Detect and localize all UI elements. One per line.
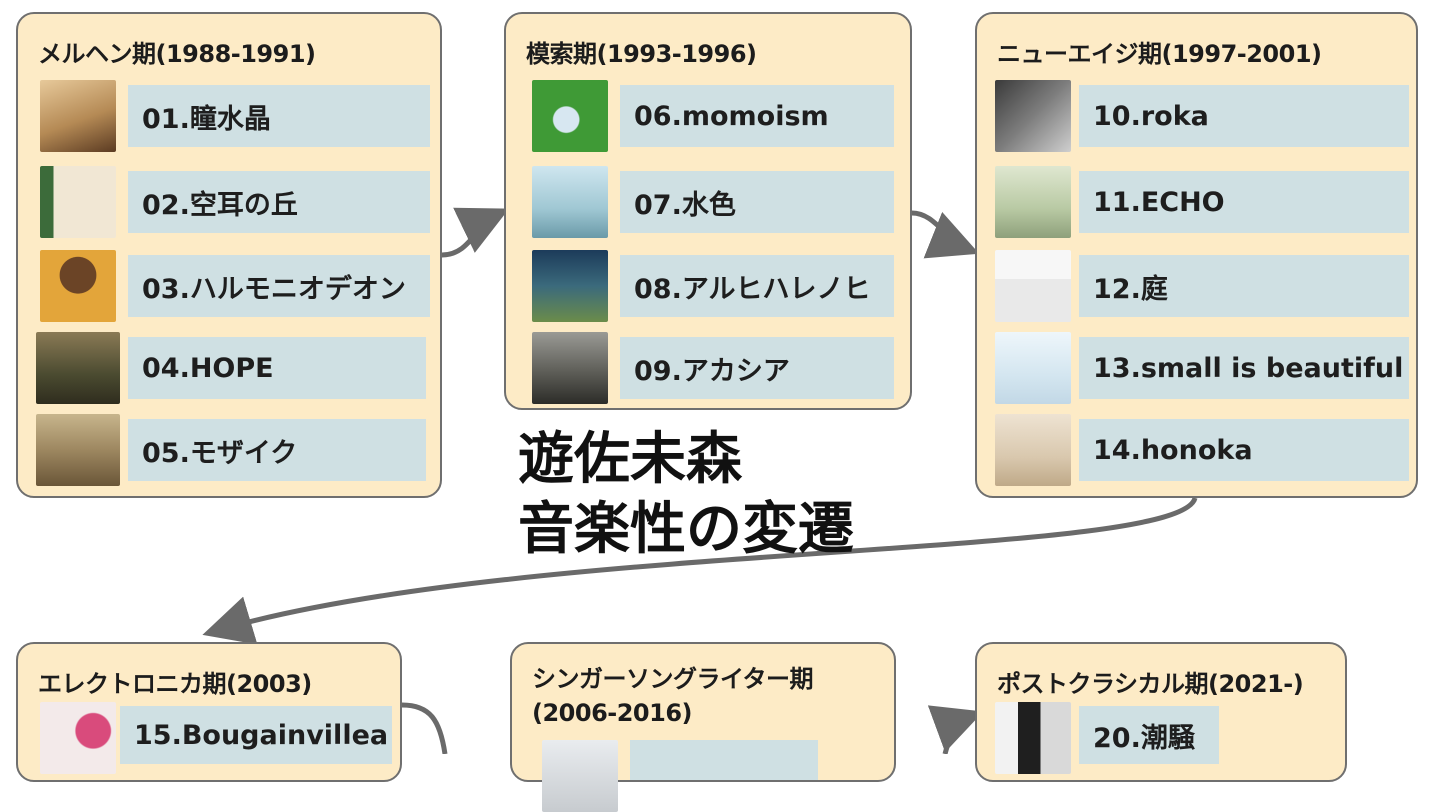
main-title: 遊佐未森 音楽性の変遷	[518, 425, 854, 565]
album-cover-image	[40, 166, 116, 238]
album-item: 15.Bougainvillea	[40, 702, 398, 774]
album-item: 10.roka	[995, 80, 1410, 152]
album-item: 02.空耳の丘	[40, 166, 430, 238]
arrow-p2-to-p3	[911, 210, 980, 259]
period-title: 模索期(1993-1996)	[526, 40, 757, 68]
period-title: エレクトロニカ期(2003)	[38, 670, 312, 698]
album-label	[630, 740, 818, 780]
period-panel-new-age: ニューエイジ期(1997-2001) 10.roka 11.ECHO 12.庭 …	[975, 12, 1418, 498]
album-cover-image	[995, 250, 1071, 322]
album-label: 06.momoism	[620, 85, 894, 147]
period-panel-exploration: 模索期(1993-1996) 06.momoism 07.水色 08.アルヒハレ…	[504, 12, 912, 410]
album-cover-image	[40, 702, 116, 774]
album-item: 09.アカシア	[532, 332, 902, 404]
album-cover-image	[40, 80, 116, 152]
album-label: 12.庭	[1079, 255, 1409, 317]
period-panel-post-classical: ポストクラシカル期(2021-) 20.潮騒	[975, 642, 1347, 782]
album-cover-image	[36, 332, 120, 404]
album-label: 15.Bougainvillea	[120, 706, 392, 764]
album-item: 04.HOPE	[36, 332, 430, 404]
flow-arrows	[202, 207, 1198, 754]
period-panel-electronica: エレクトロニカ期(2003) 15.Bougainvillea	[16, 642, 402, 782]
album-label: 14.honoka	[1079, 419, 1409, 481]
album-label: 20.潮騒	[1079, 706, 1219, 764]
album-label: 10.roka	[1079, 85, 1409, 147]
period-title-line2: (2006-2016)	[532, 699, 693, 727]
arrow-p4-to-p5	[401, 702, 448, 754]
album-cover-image	[36, 414, 120, 486]
arrow-p5-to-p6	[927, 705, 984, 754]
album-label: 09.アカシア	[620, 337, 894, 399]
arrow-p1-to-p2	[441, 207, 510, 258]
arrow-p3-to-p4	[202, 496, 1198, 645]
album-cover-image	[532, 80, 608, 152]
album-item: 03.ハルモニオデオン	[40, 250, 430, 322]
main-title-line1: 遊佐未森	[518, 427, 742, 492]
album-label: 13.small is beautiful	[1079, 337, 1409, 399]
album-item: 01.瞳水晶	[40, 80, 430, 152]
period-panel-marchen: メルヘン期(1988-1991) 01.瞳水晶 02.空耳の丘 03.ハルモニオ…	[16, 12, 442, 498]
album-item	[542, 740, 842, 812]
album-label: 02.空耳の丘	[128, 171, 430, 233]
album-item: 13.small is beautiful	[995, 332, 1410, 404]
album-label: 04.HOPE	[128, 337, 426, 399]
album-item: 14.honoka	[995, 414, 1410, 486]
period-title: ポストクラシカル期(2021-)	[997, 670, 1304, 698]
main-title-line2: 音楽性の変遷	[518, 497, 854, 562]
period-title: ニューエイジ期(1997-2001)	[997, 40, 1322, 68]
album-item: 11.ECHO	[995, 166, 1410, 238]
album-cover-image	[995, 702, 1071, 774]
album-item: 07.水色	[532, 166, 902, 238]
album-cover-image	[995, 166, 1071, 238]
period-title-line1: シンガーソングライター期	[532, 665, 814, 693]
period-title: シンガーソングライター期 (2006-2016)	[532, 662, 814, 730]
album-cover-image	[995, 332, 1071, 404]
album-item: 08.アルヒハレノヒ	[532, 250, 902, 322]
period-panel-singer-songwriter: シンガーソングライター期 (2006-2016)	[510, 642, 896, 812]
album-cover-image	[995, 80, 1071, 152]
album-cover-image	[532, 332, 608, 404]
album-label: 01.瞳水晶	[128, 85, 430, 147]
album-label: 08.アルヒハレノヒ	[620, 255, 894, 317]
period-title: メルヘン期(1988-1991)	[38, 40, 316, 68]
album-item: 20.潮騒	[995, 702, 1335, 774]
album-label: 11.ECHO	[1079, 171, 1409, 233]
album-item: 05.モザイク	[36, 414, 430, 486]
album-label: 05.モザイク	[128, 419, 426, 481]
album-cover-image	[995, 414, 1071, 486]
album-cover-image	[532, 250, 608, 322]
album-cover-image	[532, 166, 608, 238]
album-item: 12.庭	[995, 250, 1410, 322]
album-label: 07.水色	[620, 171, 894, 233]
album-label: 03.ハルモニオデオン	[128, 255, 430, 317]
album-cover-image	[542, 740, 618, 812]
album-item: 06.momoism	[532, 80, 902, 152]
album-cover-image	[40, 250, 116, 322]
